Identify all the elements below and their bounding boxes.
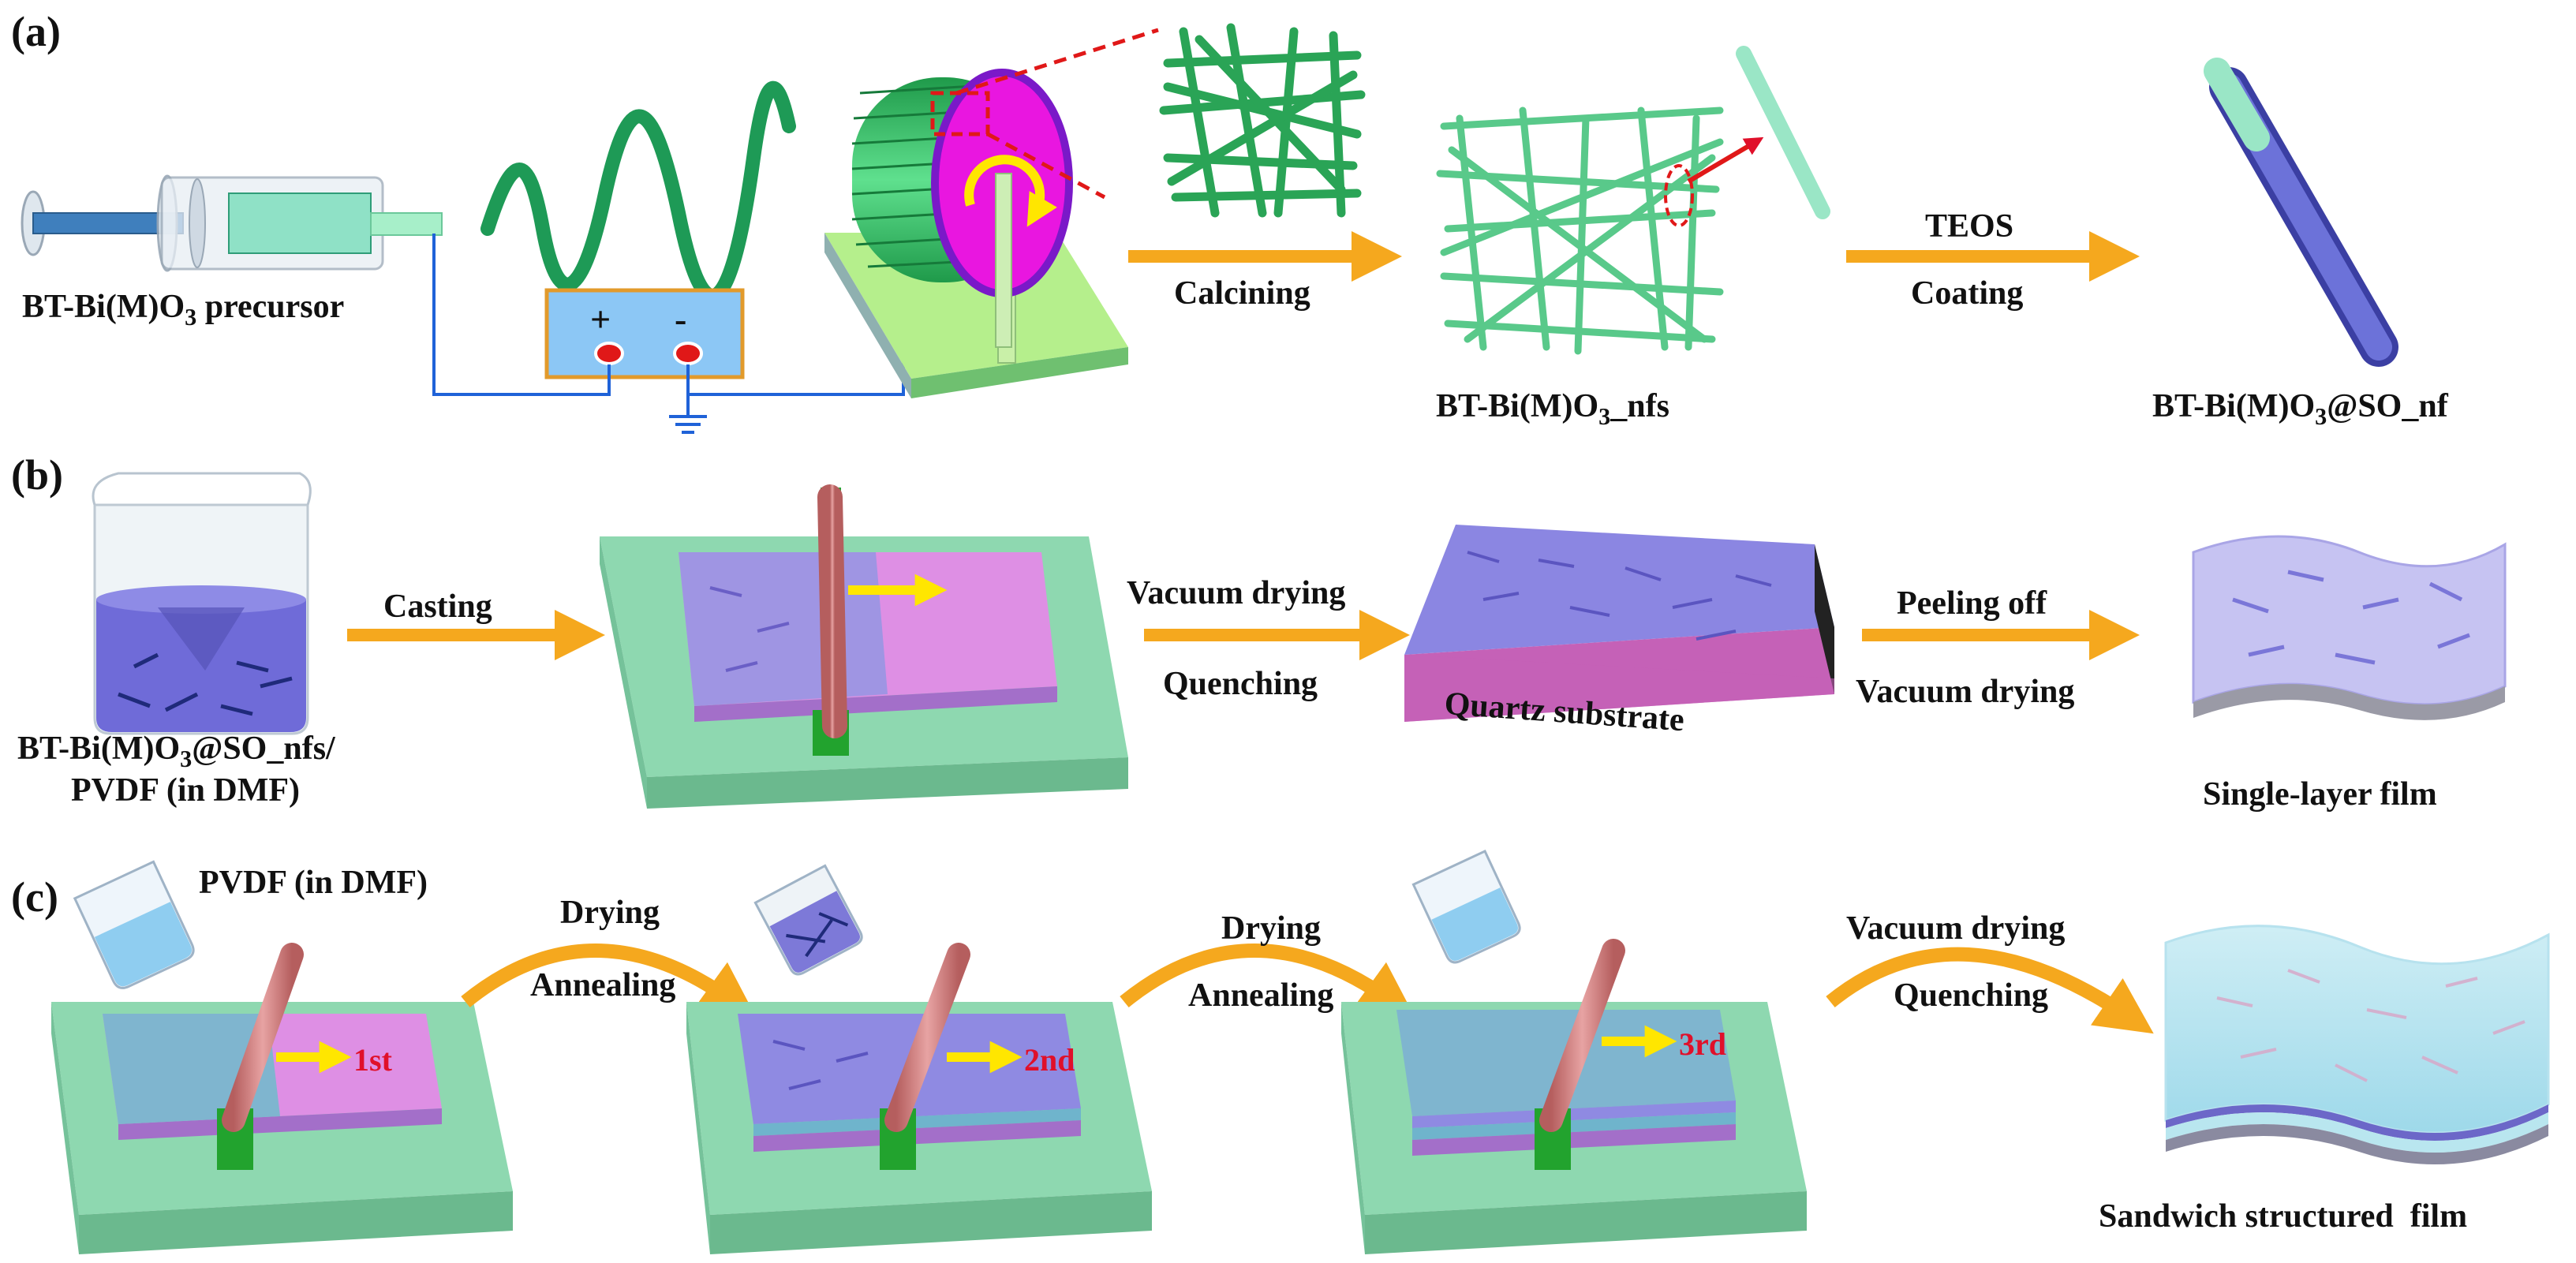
- casting-step-2: [686, 943, 1152, 1254]
- second-layer-label: 2nd: [1024, 1042, 1075, 1078]
- vacuum-drying-label-b: Vacuum drying: [1127, 575, 1345, 611]
- pvdf-beaker-1: [73, 860, 195, 989]
- precursor-label: BT-Bi(M)O3 precursor: [22, 289, 344, 331]
- vacuum-drying-label-c: Vacuum drying: [1846, 910, 2065, 947]
- casting-setup: [600, 484, 1128, 809]
- coated-label: BT-Bi(M)O3@SO_nf: [2152, 388, 2449, 430]
- drying-label-1: Drying: [560, 895, 660, 931]
- single-nanofiber: [1736, 46, 1830, 219]
- vacuum-drying-label-b2: Vacuum drying: [1856, 674, 2074, 710]
- calcining-label: Calcining: [1174, 275, 1310, 312]
- single-layer-film: [2192, 535, 2507, 720]
- panel-label-b: (b): [11, 451, 63, 499]
- solution-label-line2: PVDF (in DMF): [71, 772, 300, 809]
- quartz-substrate: [1404, 525, 1834, 722]
- beaker-solution: [92, 472, 312, 735]
- positive-terminal-label: +: [590, 299, 611, 339]
- zoom-highlight: [1664, 164, 1694, 227]
- nfs-label: BT-Bi(M)O3_nfs: [1436, 388, 1669, 430]
- sandwich-label: Sandwich structured film: [2099, 1198, 2467, 1235]
- panel-label-c: (c): [11, 873, 58, 921]
- single-layer-label: Single-layer film: [2203, 776, 2437, 813]
- quenching-label-c: Quenching: [1894, 977, 2048, 1014]
- jet-spiral: [480, 80, 796, 303]
- peeling-off-label: Peeling off: [1897, 585, 2047, 622]
- zoom-line-bottom: [986, 132, 1106, 200]
- solution-label-line1: BT-Bi(M)O3@SO_nfs/: [17, 731, 336, 772]
- quenching-label-b: Quenching: [1163, 666, 1318, 702]
- panel-label-a: (a): [11, 8, 61, 55]
- casting-label: Casting: [383, 589, 492, 625]
- annealing-label-2: Annealing: [1188, 977, 1333, 1014]
- third-layer-label: 3rd: [1679, 1026, 1726, 1062]
- coating-label: Coating: [1911, 275, 2023, 312]
- annealing-label-1: Annealing: [530, 967, 675, 1003]
- syringe: [21, 174, 443, 272]
- coated-nanofiber: [2204, 58, 2398, 367]
- final-drying-arrow: [1826, 947, 2154, 1034]
- casting-step-3: [1341, 939, 1807, 1254]
- annealing-arrow-2: [1120, 944, 1416, 1019]
- power-supply: + -: [544, 288, 745, 379]
- rotating-collector: [824, 69, 1128, 398]
- nanofiber-beaker: [753, 864, 863, 976]
- pvdf-label: PVDF (in DMF): [199, 865, 428, 901]
- annealing-arrow-1: [461, 944, 757, 1019]
- pvdf-beaker-2: [1411, 850, 1521, 964]
- casting-step-1: [51, 943, 513, 1254]
- negative-terminal-label: -: [675, 299, 686, 339]
- zoom-line-top: [955, 28, 1159, 95]
- fiber-mesh-collected: [1159, 23, 1366, 218]
- calcined-nanofibers: [1436, 106, 1724, 355]
- sandwich-film: [2164, 925, 2550, 1164]
- first-layer-label: 1st: [353, 1042, 393, 1078]
- zoom-arrow: [1687, 136, 1764, 184]
- drying-label-2: Drying: [1221, 910, 1321, 947]
- teos-label: TEOS: [1925, 208, 2013, 245]
